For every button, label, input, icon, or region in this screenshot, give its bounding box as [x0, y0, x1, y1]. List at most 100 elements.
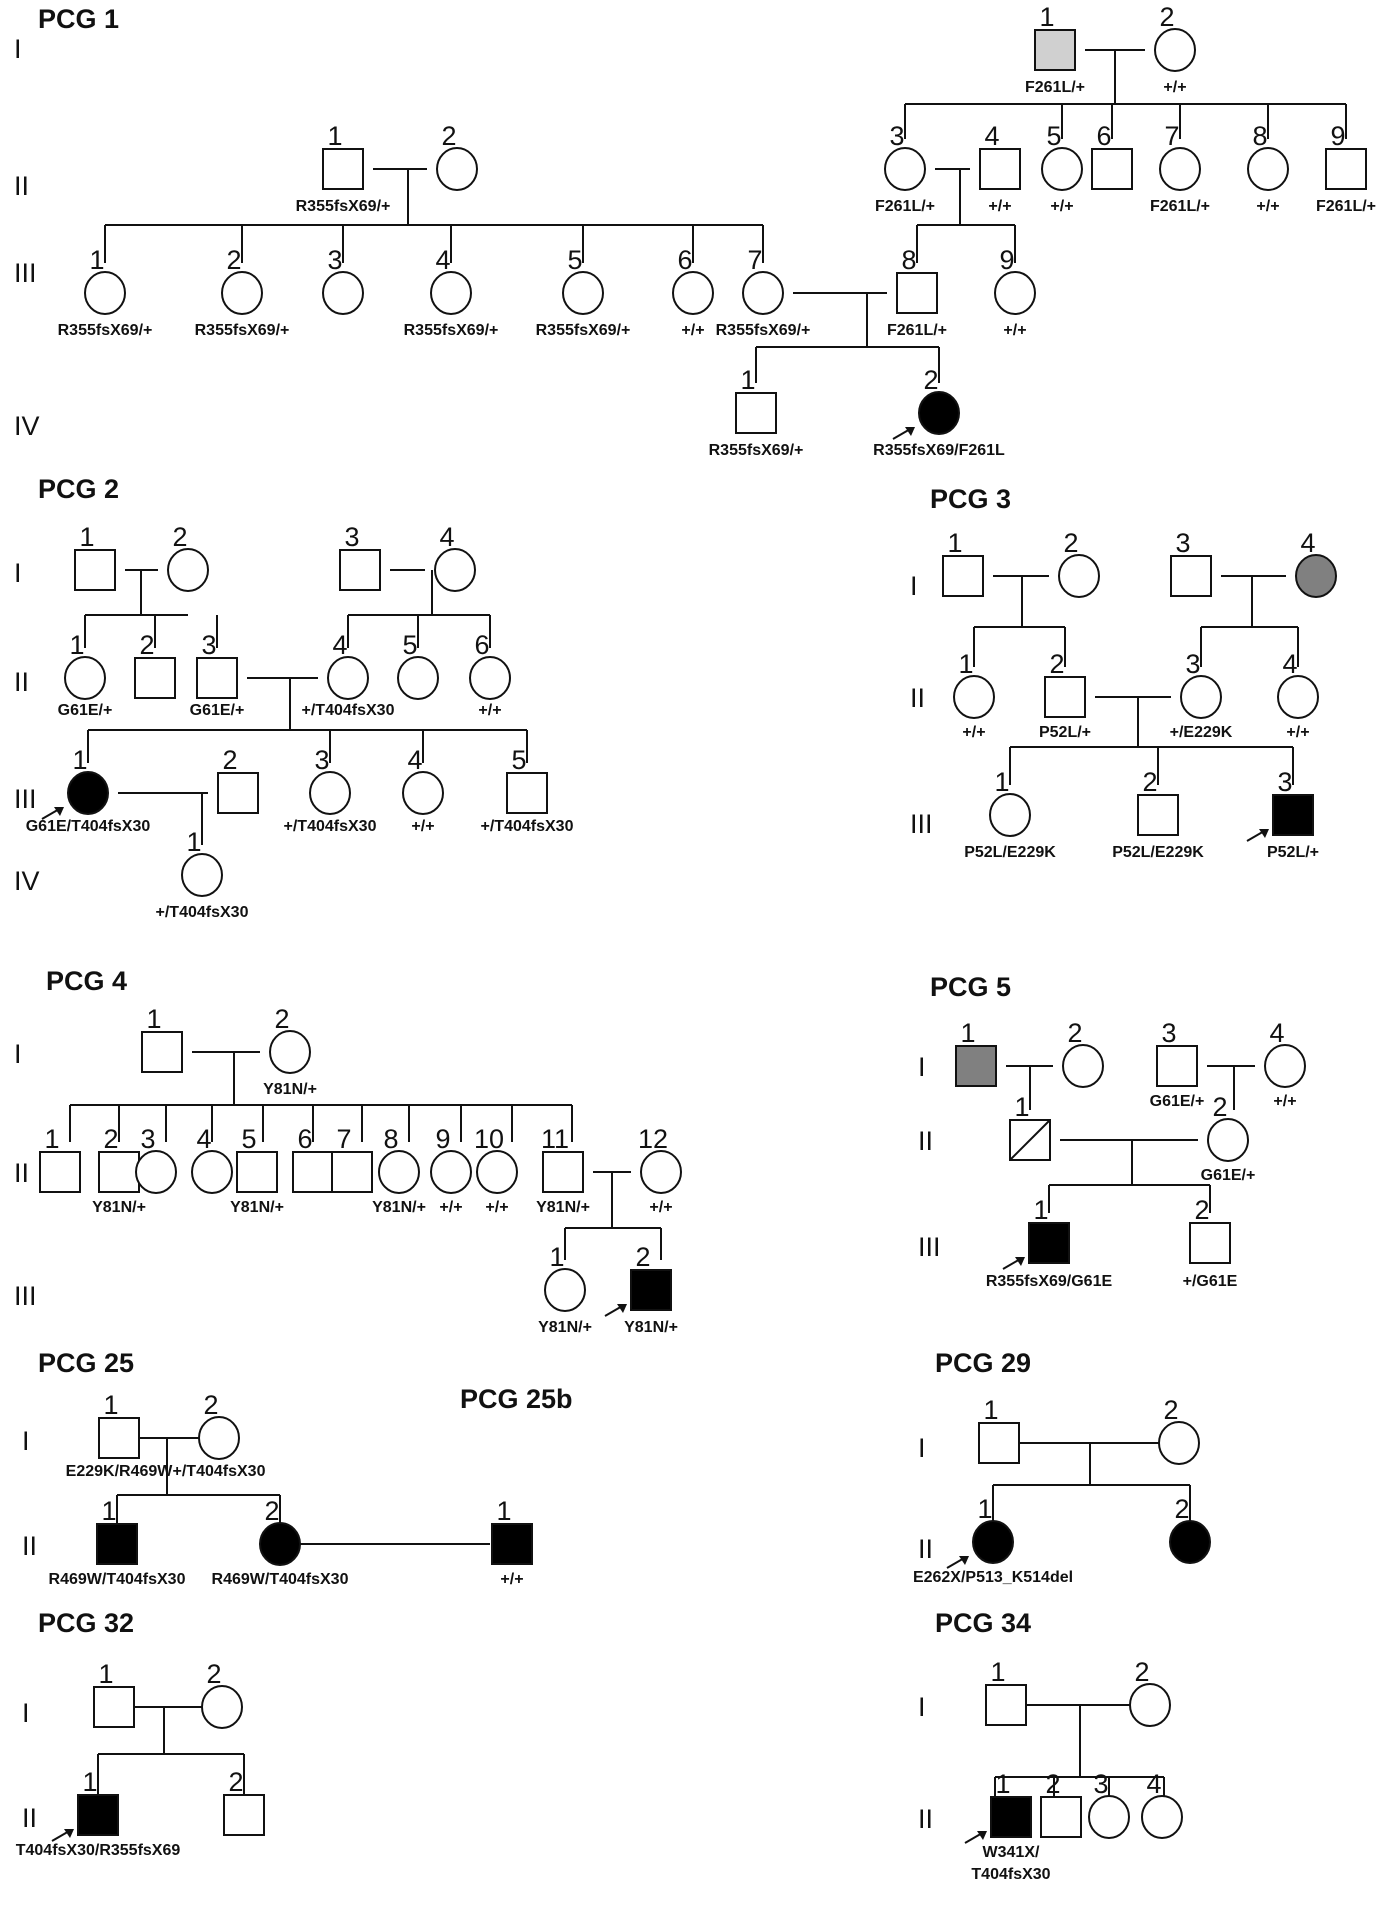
- individual-number: 1: [101, 1496, 116, 1526]
- male-symbol: [98, 1417, 140, 1459]
- generation-label: II: [910, 683, 925, 713]
- individual-female: 2+/+: [1154, 2, 1196, 96]
- individual-female: 2: [167, 522, 209, 592]
- generation-label: III: [918, 1232, 941, 1262]
- genotype-label: +/+: [988, 198, 1011, 215]
- individual-number: 3: [140, 1124, 155, 1154]
- individual-female: 9+/+: [994, 245, 1036, 339]
- male-symbol: [39, 1151, 81, 1193]
- female-symbol: [1158, 1421, 1200, 1465]
- individual-male: 2: [217, 745, 259, 814]
- individual-number: 2: [1045, 1769, 1060, 1799]
- generation-label: I: [918, 1433, 926, 1463]
- genotype-label: +/T404fsX30: [284, 818, 377, 835]
- genotype-label: G61E/+: [190, 702, 245, 719]
- genotype-label: +/+: [649, 1199, 672, 1216]
- individual-number: 3: [344, 522, 359, 552]
- individual-number: 7: [336, 1124, 351, 1154]
- individual-male: 1: [39, 1124, 81, 1193]
- individual-number: 4: [439, 522, 454, 552]
- genotype-label: G61E/+: [1201, 1167, 1256, 1184]
- pedigree-title: PCG 4: [46, 966, 127, 996]
- male-symbol: [896, 272, 938, 314]
- female-symbol: [1207, 1118, 1249, 1162]
- arrowhead-icon: [959, 1556, 969, 1565]
- individual-male: 5+/T404fsX30: [481, 745, 574, 835]
- genotype-label: G61E/T404fsX30: [26, 818, 151, 835]
- male-symbol: [339, 549, 381, 591]
- individual-female: 10+/+: [474, 1124, 518, 1216]
- individual-number: 7: [1164, 121, 1179, 151]
- genotype-label: F261L/+: [887, 322, 947, 339]
- genotype-label: R355fsX69/+: [709, 442, 804, 459]
- female-symbol: [434, 548, 476, 592]
- male-symbol: [491, 1523, 533, 1565]
- individual-number: 2: [103, 1124, 118, 1154]
- male-symbol: [141, 1031, 183, 1073]
- genotype-label: +/+: [1163, 79, 1186, 96]
- genotype-label: +/T404fsX30: [481, 818, 574, 835]
- genotype-label: F261L/+: [1316, 198, 1376, 215]
- male-symbol: [93, 1686, 135, 1728]
- individual-female: 5+/+: [1041, 121, 1083, 215]
- male-symbol: [1189, 1222, 1231, 1264]
- male-symbol: [134, 657, 176, 699]
- individual-male: 1: [942, 528, 984, 597]
- pedigree-title: PCG 2: [38, 474, 119, 504]
- generation-label: III: [14, 784, 37, 814]
- female-symbol: [672, 271, 714, 315]
- female-symbol: [476, 1150, 518, 1194]
- individual-number: 3: [327, 245, 342, 275]
- female-symbol: [198, 1416, 240, 1460]
- generation-label: II: [918, 1126, 933, 1156]
- individual-female: 2+/T404fsX30: [173, 1390, 266, 1480]
- individual-female: 9+/+: [430, 1124, 472, 1216]
- female-symbol: [1180, 675, 1222, 719]
- individual-number: 1: [947, 528, 962, 558]
- genotype-label: +/T404fsX30: [156, 904, 249, 921]
- genotype-label: Y81N/+: [536, 1199, 590, 1216]
- genotype-label: +/+: [500, 1571, 523, 1588]
- individual-number: 9: [999, 245, 1014, 275]
- individual-number: 1: [549, 1242, 564, 1272]
- male-symbol: [735, 392, 777, 434]
- generation-label: II: [918, 1534, 933, 1564]
- generation-label: I: [14, 1039, 22, 1069]
- individual-number: 8: [383, 1124, 398, 1154]
- individual-number: 2: [1049, 649, 1064, 679]
- individual-number: 4: [1282, 649, 1297, 679]
- female-symbol: [742, 271, 784, 315]
- individual-number: 1: [496, 1496, 511, 1526]
- female-symbol: [1058, 554, 1100, 598]
- genotype-label: E262X/P513_K514del: [913, 1569, 1073, 1586]
- genotype-label: E229K/R469W: [66, 1463, 174, 1480]
- individual-number: 1: [740, 365, 755, 395]
- individual-number: 2: [203, 1390, 218, 1420]
- individual-number: 5: [567, 245, 582, 275]
- genotype-label: R355fsX69/+: [536, 322, 631, 339]
- individual-male: 4+/+: [979, 121, 1021, 215]
- male-symbol: [236, 1151, 278, 1193]
- genotype-label: R355fsX69/+: [716, 322, 811, 339]
- genotype-label: F261L/+: [1025, 79, 1085, 96]
- female-symbol: [884, 147, 926, 191]
- genotype-label: G61E/+: [58, 702, 113, 719]
- male-symbol: [74, 549, 116, 591]
- female-symbol: [994, 271, 1036, 315]
- individual-number: 4: [407, 745, 422, 775]
- individual-female: 2: [1129, 1657, 1171, 1727]
- individual-number: 2: [1174, 1494, 1189, 1524]
- genotype-label: +/+: [962, 724, 985, 741]
